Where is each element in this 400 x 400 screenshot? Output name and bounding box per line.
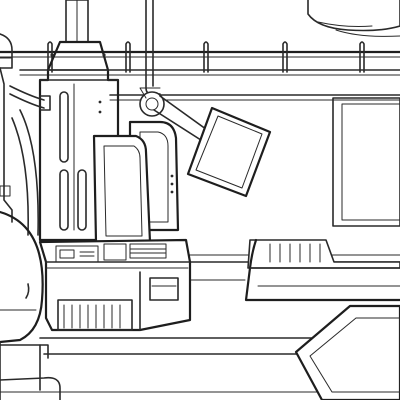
console-desk bbox=[38, 238, 192, 332]
curved-hose bbox=[9, 85, 51, 236]
wall-monitor bbox=[332, 97, 400, 227]
hanging-display bbox=[186, 106, 272, 198]
ceiling-lamp bbox=[307, 0, 400, 37]
lab-bench bbox=[244, 238, 400, 302]
floor-platform bbox=[294, 304, 400, 400]
robotic-arm bbox=[139, 87, 211, 143]
control-machine bbox=[92, 120, 180, 244]
